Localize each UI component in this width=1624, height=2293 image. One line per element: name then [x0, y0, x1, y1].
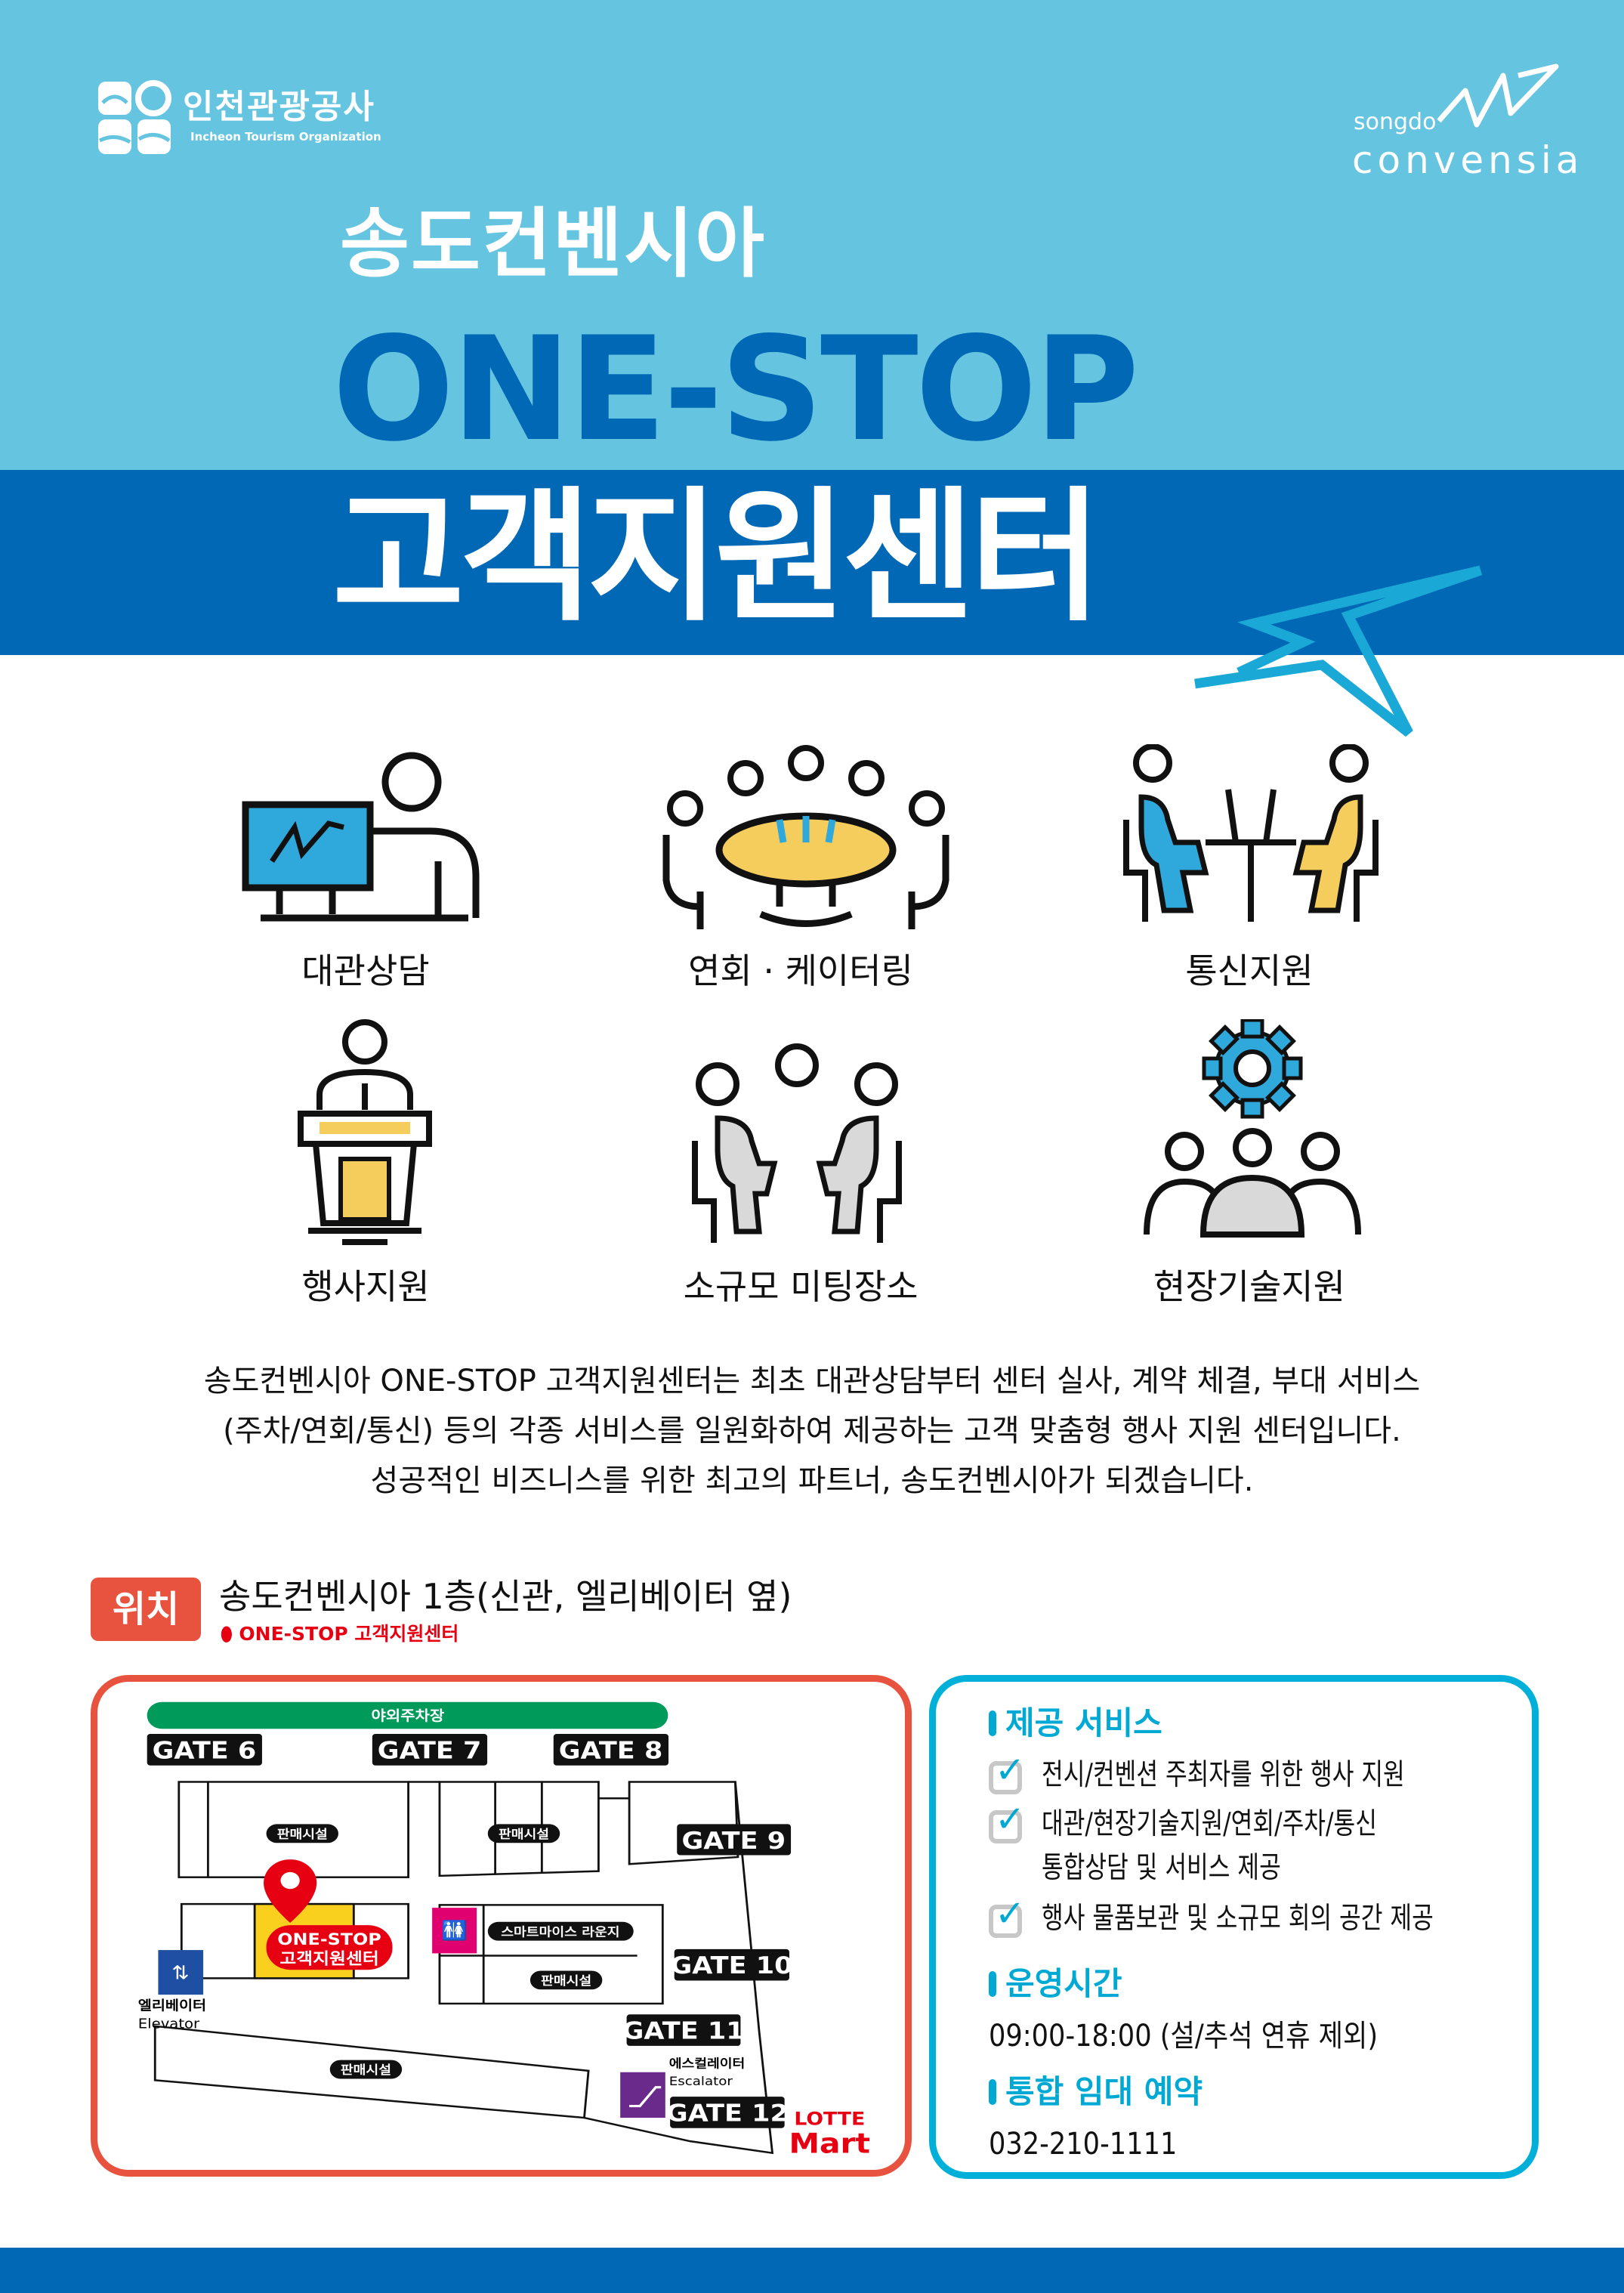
svg-text:🚻: 🚻 — [441, 1919, 468, 1942]
restroom-icon — [432, 1908, 477, 1954]
location-pin-icon — [264, 1859, 317, 1924]
escalator-icon — [620, 2072, 665, 2118]
service-label-telecom: 통신지원 — [1185, 950, 1314, 991]
small-meeting-icon — [692, 1043, 902, 1243]
description-line: (주차/연회/통신) 등의 각종 서비스를 일원화하여 제공하는 고객 맞춤형 … — [223, 1414, 1401, 1448]
svg-text:⇅: ⇅ — [171, 1962, 190, 1984]
telecom-laptop-icon — [1123, 744, 1379, 922]
incheon-logo-subtext: Incheon Tourism Organization — [190, 130, 381, 144]
service-item: 행사 물품보관 및 소규모 회의 공간 제공 — [1042, 1902, 1434, 1936]
zigzag-star-decoration-icon — [1194, 565, 1483, 737]
page-title-line1: ONE-STOP — [332, 306, 1139, 473]
location-title: 송도컨벤시아 1층(신관, 엘리베이터 옆) — [219, 1576, 792, 1617]
service-label-catering: 연회 · 케이터링 — [688, 950, 913, 991]
lotte-mart-logo-bottom: Mart — [789, 2128, 870, 2160]
checkbox-icon — [989, 1893, 1025, 1938]
gate-7-label: GATE 7 — [378, 1736, 482, 1764]
service-label-venue-consultation: 대관상담 — [301, 950, 430, 991]
description-line: 송도컨벤시아 ONE-STOP 고객지원센터는 최초 대관상담부터 센터 실사,… — [203, 1364, 1421, 1398]
consultation-computer-icon — [242, 752, 480, 922]
service-item-cont: 통합상담 및 서비스 제공 — [1042, 1851, 1281, 1885]
elevator-label-en: Elevator — [138, 2016, 200, 2032]
convensia-logo-text: CONVENSIA — [1352, 138, 1584, 182]
shop-label: 판매시설 — [341, 2063, 391, 2078]
hours-heading: 운영시간 — [989, 1965, 1122, 2003]
gate-labels — [147, 1734, 792, 2128]
page-subtitle: 송도컨벤시아 — [340, 199, 766, 288]
gate-6-label: GATE 6 — [153, 1736, 257, 1764]
gate-9-label: GATE 9 — [681, 1827, 786, 1855]
services-heading: 제공 서비스 — [989, 1704, 1162, 1742]
incheon-logo-text: 인천관광공사 — [183, 88, 375, 126]
service-item: 대관/현장기술지원/연회/주차/통신 — [1042, 1807, 1377, 1841]
page-title-line2: 고객지원센터 — [332, 474, 1102, 641]
shop-label: 판매시설 — [277, 1828, 328, 1842]
lounge-label: 스마트마이스 라운지 — [501, 1925, 619, 1939]
escalator-label-en: Escalator — [669, 2075, 733, 2089]
map-pin-icon: ⬮ — [221, 1623, 239, 1645]
gate-10-label: GATE 10 — [670, 1952, 792, 1979]
escalator-label-ko: 에스컬레이터 — [669, 2057, 746, 2072]
booking-heading: 통합 임대 예약 — [989, 2073, 1203, 2111]
floor-map: 야외주차장 GATE 6 GATE 7 GATE 8 GATE 9 GATE 1… — [138, 1701, 870, 2160]
incheon-tourism-logo-icon — [98, 80, 171, 154]
elevator-label-ko: 엘리베이터 — [138, 1998, 206, 2014]
gear-people-icon — [1144, 1019, 1361, 1238]
info-panel: 제공 서비스 전시/컨벤션 주최자를 위한 행사 지원 대관/현장기술지원/연회… — [929, 1675, 1539, 2179]
location-badge: 위치 — [91, 1578, 201, 1641]
gate-11-label: GATE 11 — [622, 2017, 745, 2045]
parking-bar — [147, 1701, 668, 1729]
checkbox-icon — [989, 1798, 1025, 1843]
checkbox-icon — [989, 1749, 1025, 1794]
service-label-meeting-space: 소규모 미팅장소 — [683, 1266, 919, 1307]
service-label-event-support: 행사지원 — [301, 1266, 430, 1307]
convensia-logo-small-text: songdo — [1354, 109, 1437, 135]
header-background — [0, 0, 1624, 470]
service-label-tech-support: 현장기술지원 — [1153, 1266, 1345, 1307]
footer-bar — [0, 2248, 1624, 2293]
gate-12-label: GATE 12 — [666, 2099, 789, 2127]
hours-value: 09:00-18:00 (설/추석 연휴 제외) — [989, 2019, 1379, 2054]
banquet-table-icon — [662, 745, 949, 929]
elevator-icon — [158, 1950, 204, 1995]
floor-map-frame — [91, 1675, 912, 2177]
support-center-label-1: ONE-STOP — [277, 1930, 381, 1948]
shop-label: 판매시설 — [499, 1828, 549, 1842]
support-center-label-2: 고객지원센터 — [279, 1950, 379, 1968]
service-item: 전시/컨벤션 주최자를 위한 행사 지원 — [1042, 1758, 1405, 1792]
convensia-logo-mark-icon — [1437, 63, 1559, 128]
description-line: 성공적인 비즈니스를 위한 최고의 파트너, 송도컨벤시아가 되겠습니다. — [370, 1463, 1254, 1498]
lotte-mart-logo-top: LOTTE — [794, 2109, 865, 2129]
parking-label: 야외주차장 — [371, 1708, 444, 1725]
location-marker-label: ⬮ ONE-STOP 고객지원센터 — [221, 1623, 458, 1646]
shop-label: 판매시설 — [541, 1974, 591, 1989]
marker-label-text: ONE-STOP 고객지원센터 — [239, 1623, 459, 1645]
description: 송도컨벤시아 ONE-STOP 고객지원센터는 최초 대관상담부터 센터 실사,… — [0, 1356, 1624, 1506]
phone-number: 032-210-1111 — [989, 2127, 1178, 2162]
gate-8-label: GATE 8 — [559, 1736, 663, 1764]
podium-speaker-icon — [298, 1019, 432, 1245]
support-center-marker — [266, 1925, 393, 1970]
